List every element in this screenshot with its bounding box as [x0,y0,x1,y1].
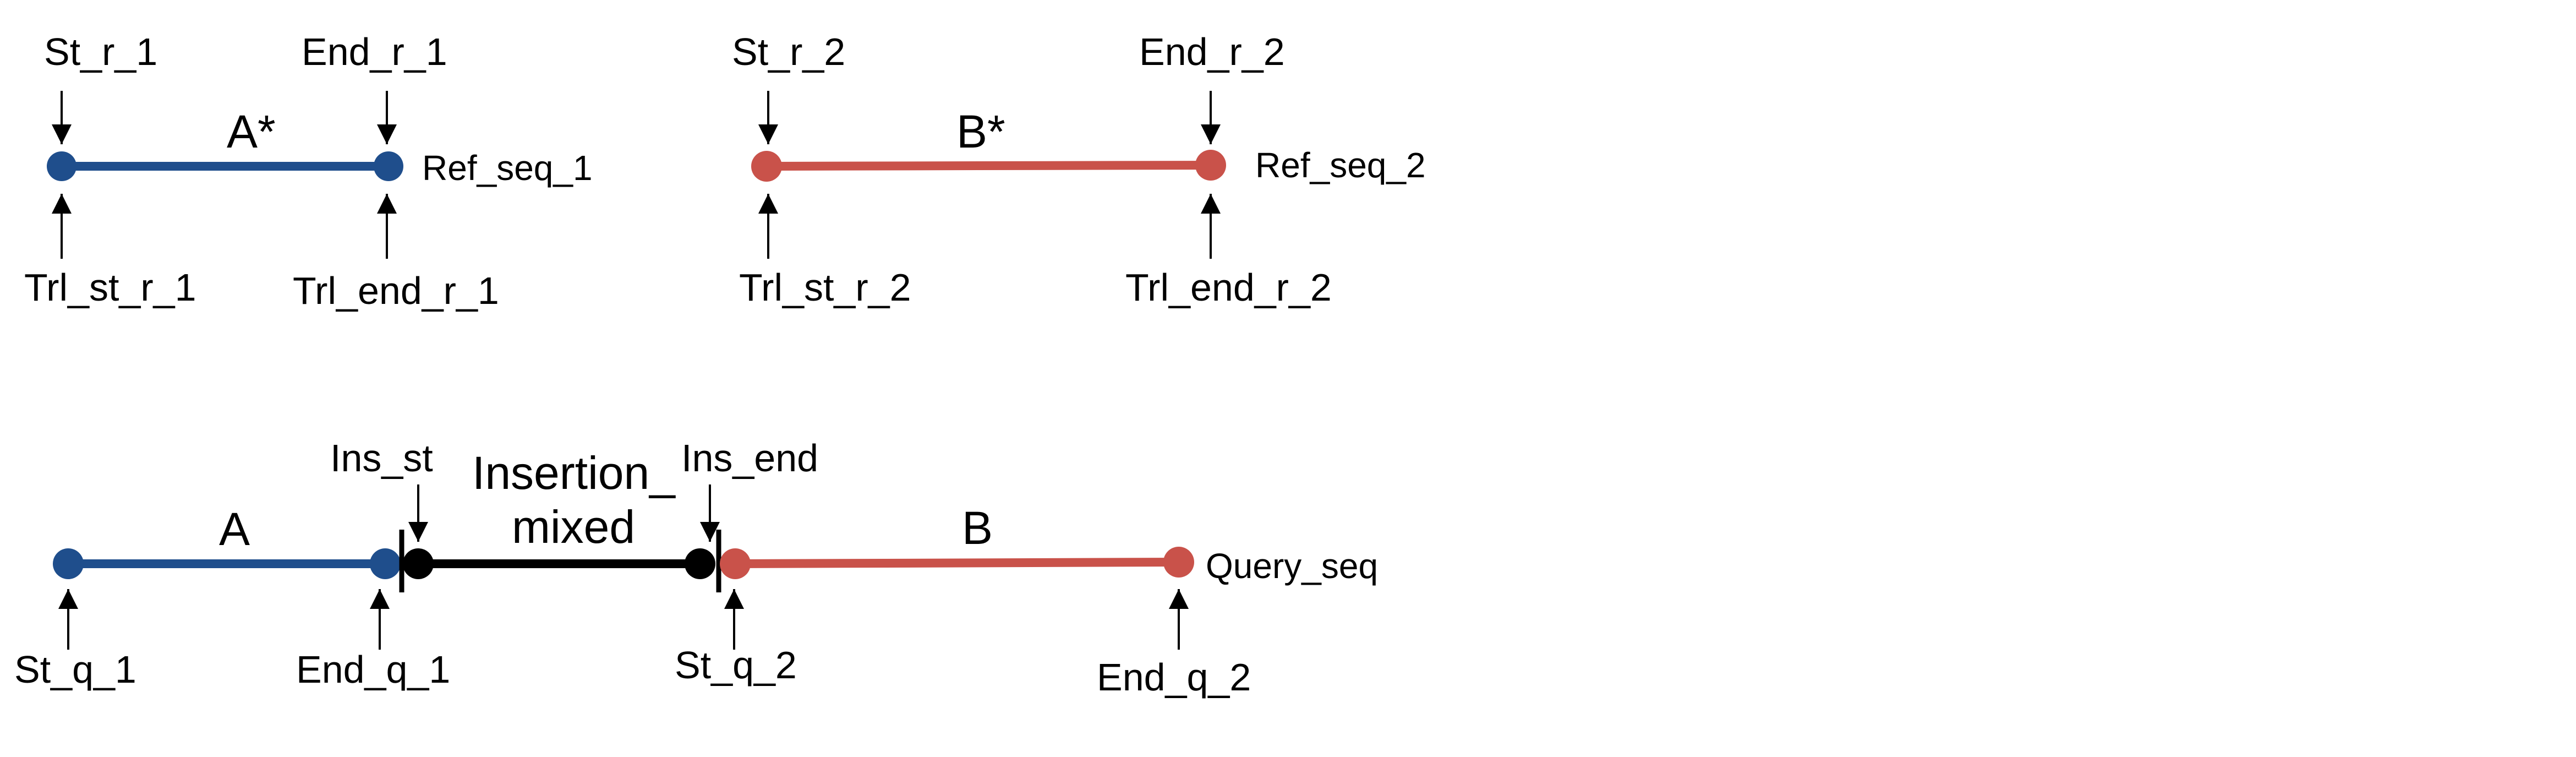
st-q-2-label: St_q_2 [675,644,797,687]
query-seq-label: Query_seq [1206,546,1378,586]
reference-seq-1: St_r_1 End_r_1 A* Ref_seq_1 Trl_st_r_1 T… [24,30,593,312]
segment-a-label: A [219,503,250,555]
ref-seq-1-label: Ref_seq_1 [422,148,593,188]
ref-1-start-dot [47,151,76,181]
end-r-1-label: End_r_1 [302,30,447,73]
insertion-label-line1: Insertion_ [472,447,676,499]
ins-st-label: Ins_st [330,437,433,480]
end-q-2-label: End_q_2 [1097,656,1251,699]
query-seq: A B Insertion_ mixed Ins_st Ins_end Quer… [14,437,1378,699]
ref-2-end-dot [1195,150,1226,181]
segment-b-star-label: B* [956,106,1005,157]
ref-1-end-dot [374,151,403,181]
trl-end-r-2-label: Trl_end_r_2 [1125,266,1332,309]
end-q-1-label: End_q_1 [296,648,450,691]
ref-seq-2-label: Ref_seq_2 [1255,145,1426,185]
st-r-1-label: St_r_1 [44,30,157,73]
end-q-1-dot [370,548,401,579]
segment-a-star-label: A* [227,106,276,157]
segment-b-label: B [962,502,993,554]
trl-end-r-1-label: Trl_end_r_1 [293,269,499,312]
st-r-2-label: St_r_2 [732,30,845,73]
st-q-1-dot [53,548,84,579]
ref-2-start-dot [751,151,782,182]
trl-st-r-1-label: Trl_st_r_1 [24,266,196,309]
trl-st-r-2-label: Trl_st_r_2 [739,266,911,309]
st-q-2-dot [720,548,751,579]
st-q-1-label: St_q_1 [14,648,136,691]
query-segment-b-line [735,558,1179,568]
ins-end-label: Ins_end [681,437,818,480]
ins-st-dot [403,548,434,579]
reference-seq-2: St_r_2 End_r_2 B* Ref_seq_2 Trl_st_r_2 T… [732,30,1426,309]
insertion-label-line2: mixed [512,501,635,553]
end-q-2-dot [1163,547,1194,578]
ref-2-line [766,161,1211,171]
ins-end-dot [685,548,715,579]
end-r-2-label: End_r_2 [1139,30,1285,73]
